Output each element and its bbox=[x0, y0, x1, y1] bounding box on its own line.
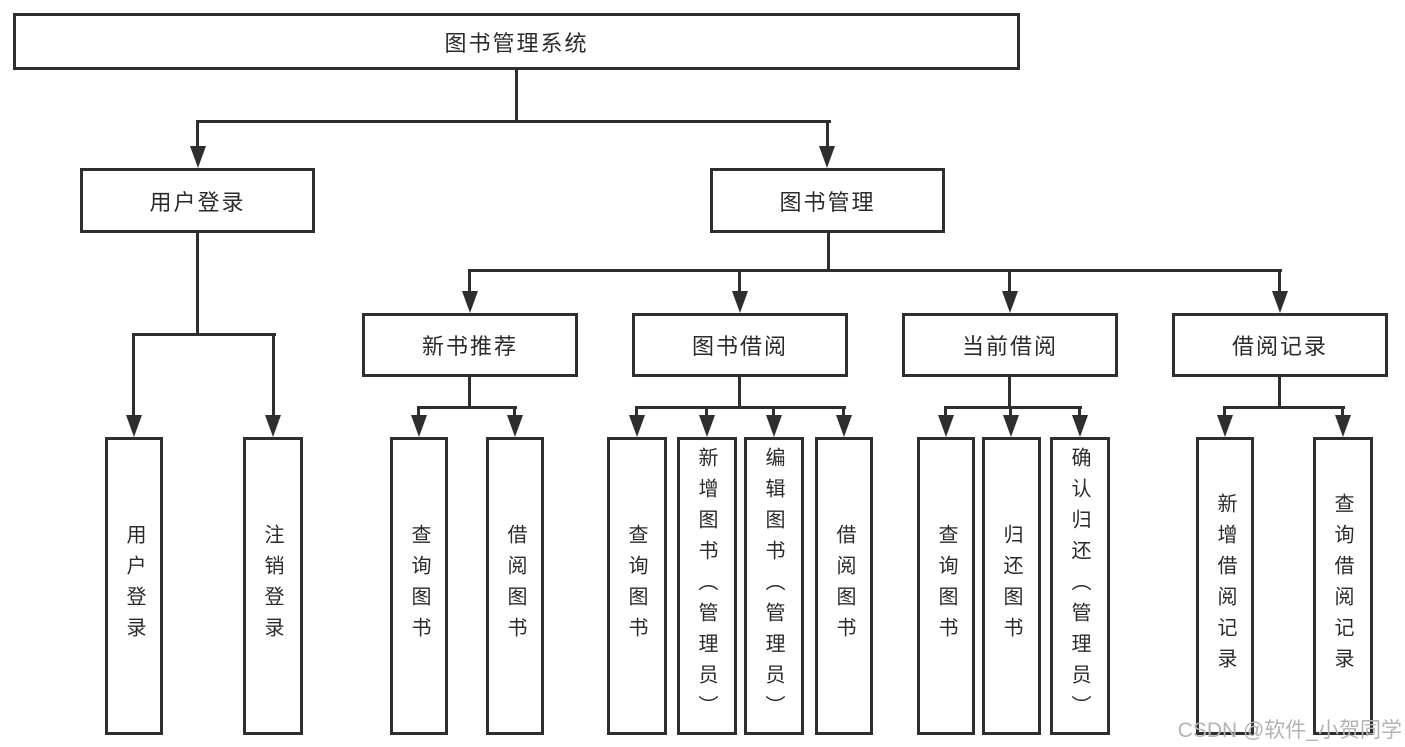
node-book-management: 图书管理 bbox=[710, 168, 945, 233]
connector-line bbox=[705, 406, 708, 418]
connector-line bbox=[1078, 406, 1081, 418]
leaf-recommend-query-books: 查询图书 bbox=[390, 437, 448, 735]
connector-arrow bbox=[732, 291, 748, 313]
connector-line bbox=[468, 269, 471, 293]
connector-line bbox=[738, 377, 741, 409]
connector-line bbox=[1341, 406, 1344, 418]
node-current-borrow: 当前借阅 bbox=[902, 313, 1118, 377]
connector-line bbox=[635, 406, 638, 418]
leaf-borrow-borrow-books: 借阅图书 bbox=[815, 437, 873, 735]
connector-line bbox=[515, 70, 518, 122]
connector-arrow bbox=[507, 415, 523, 437]
connector-arrow bbox=[938, 415, 954, 437]
connector-line bbox=[196, 233, 199, 336]
connector-arrow bbox=[265, 415, 281, 437]
connector-line bbox=[468, 377, 471, 409]
connector-line bbox=[417, 406, 420, 418]
node-root: 图书管理系统 bbox=[13, 13, 1020, 70]
node-book-borrow: 图书借阅 bbox=[632, 313, 848, 377]
connector-arrow bbox=[462, 291, 478, 313]
connector-line bbox=[944, 406, 947, 418]
leaf-current-return-books: 归还图书 bbox=[982, 437, 1041, 735]
connector-line bbox=[772, 406, 775, 418]
leaf-logout: 注销登录 bbox=[243, 437, 303, 735]
connector-arrow bbox=[411, 415, 427, 437]
connector-arrow bbox=[1072, 415, 1088, 437]
connector-line bbox=[132, 333, 276, 336]
connector-line bbox=[1008, 377, 1011, 409]
connector-arrow bbox=[1272, 291, 1288, 313]
connector-line bbox=[417, 406, 517, 409]
leaf-current-confirm-return-admin: 确认归还（管理员） bbox=[1050, 437, 1110, 735]
connector-arrow bbox=[699, 415, 715, 437]
node-borrow-records: 借阅记录 bbox=[1172, 313, 1388, 377]
connector-arrow bbox=[190, 146, 206, 168]
connector-line bbox=[513, 406, 516, 418]
connector-line bbox=[1278, 377, 1281, 409]
connector-arrow bbox=[819, 146, 835, 168]
leaf-records-add-record: 新增借阅记录 bbox=[1196, 437, 1254, 735]
leaf-borrow-edit-books-admin: 编辑图书（管理员） bbox=[744, 437, 804, 735]
connector-line bbox=[944, 406, 1082, 409]
leaf-current-query-books: 查询图书 bbox=[917, 437, 975, 735]
leaf-recommend-borrow-books: 借阅图书 bbox=[486, 437, 544, 735]
connector-line bbox=[827, 233, 830, 272]
leaf-borrow-query-books: 查询图书 bbox=[607, 437, 667, 735]
connector-arrow bbox=[629, 415, 645, 437]
connector-line bbox=[842, 406, 845, 418]
connector-arrow bbox=[126, 415, 142, 437]
connector-line bbox=[1009, 406, 1012, 418]
connector-line bbox=[1008, 269, 1011, 293]
connector-line bbox=[826, 120, 829, 148]
connector-arrow bbox=[1002, 291, 1018, 313]
node-new-book-recommend: 新书推荐 bbox=[362, 313, 578, 377]
connector-line bbox=[132, 333, 135, 417]
leaf-user-login: 用户登录 bbox=[105, 437, 163, 735]
connector-arrow bbox=[1003, 415, 1019, 437]
watermark: CSDN @软件_小贺同学 bbox=[1177, 719, 1402, 742]
connector-arrow bbox=[836, 415, 852, 437]
connector-arrow bbox=[1335, 415, 1351, 437]
connector-line bbox=[196, 120, 199, 148]
connector-line bbox=[197, 120, 831, 123]
leaf-borrow-add-books-admin: 新增图书（管理员） bbox=[677, 437, 737, 735]
connector-arrow bbox=[766, 415, 782, 437]
node-user-login: 用户登录 bbox=[80, 168, 315, 233]
connector-line bbox=[1278, 269, 1281, 293]
connector-line bbox=[1223, 406, 1345, 409]
connector-line bbox=[272, 333, 275, 417]
leaf-records-query-record: 查询借阅记录 bbox=[1313, 437, 1373, 735]
connector-line bbox=[635, 406, 846, 409]
connector-line bbox=[468, 269, 1282, 272]
connector-line bbox=[1223, 406, 1226, 418]
connector-arrow bbox=[1217, 415, 1233, 437]
connector-line bbox=[738, 269, 741, 293]
